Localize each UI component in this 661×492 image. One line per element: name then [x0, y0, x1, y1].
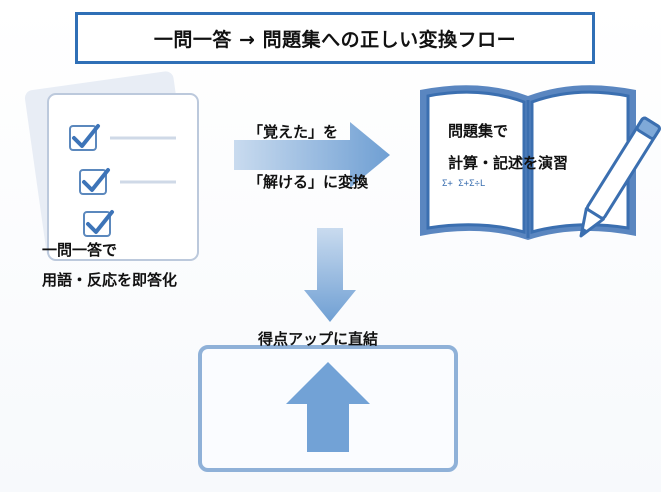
- left-caption-line2: 用語・反応を即答化: [42, 271, 178, 289]
- pencil-icon: [579, 116, 661, 238]
- right-caption-line1: 問題集で: [448, 122, 509, 140]
- flow-title: 一問一答 → 問題集への正しい変換フロー: [153, 28, 517, 51]
- checklist-icon: [24, 71, 199, 261]
- check-item-1: [69, 124, 176, 151]
- arrow-caption-line2: 「解ける」に変換: [248, 173, 369, 191]
- arrow-caption-line1: 「覚えた」を: [248, 123, 339, 141]
- title-box: 一問一答 → 問題集への正しい変換フロー: [75, 12, 595, 64]
- right-caption-line2: 計算・記述を演習: [448, 154, 569, 172]
- bottom-caption: 得点アップに直結: [258, 330, 379, 348]
- up-arrow-shape: [286, 362, 370, 452]
- check-item-2: [79, 168, 176, 195]
- down-arrow-icon: [304, 228, 356, 322]
- check-item-3: [83, 210, 114, 237]
- right-arrow-icon: [234, 122, 390, 188]
- book-formula-scribble: Σ+ Σ+Σ÷L: [442, 179, 485, 189]
- left-caption-line1: 一問一答で: [42, 241, 118, 259]
